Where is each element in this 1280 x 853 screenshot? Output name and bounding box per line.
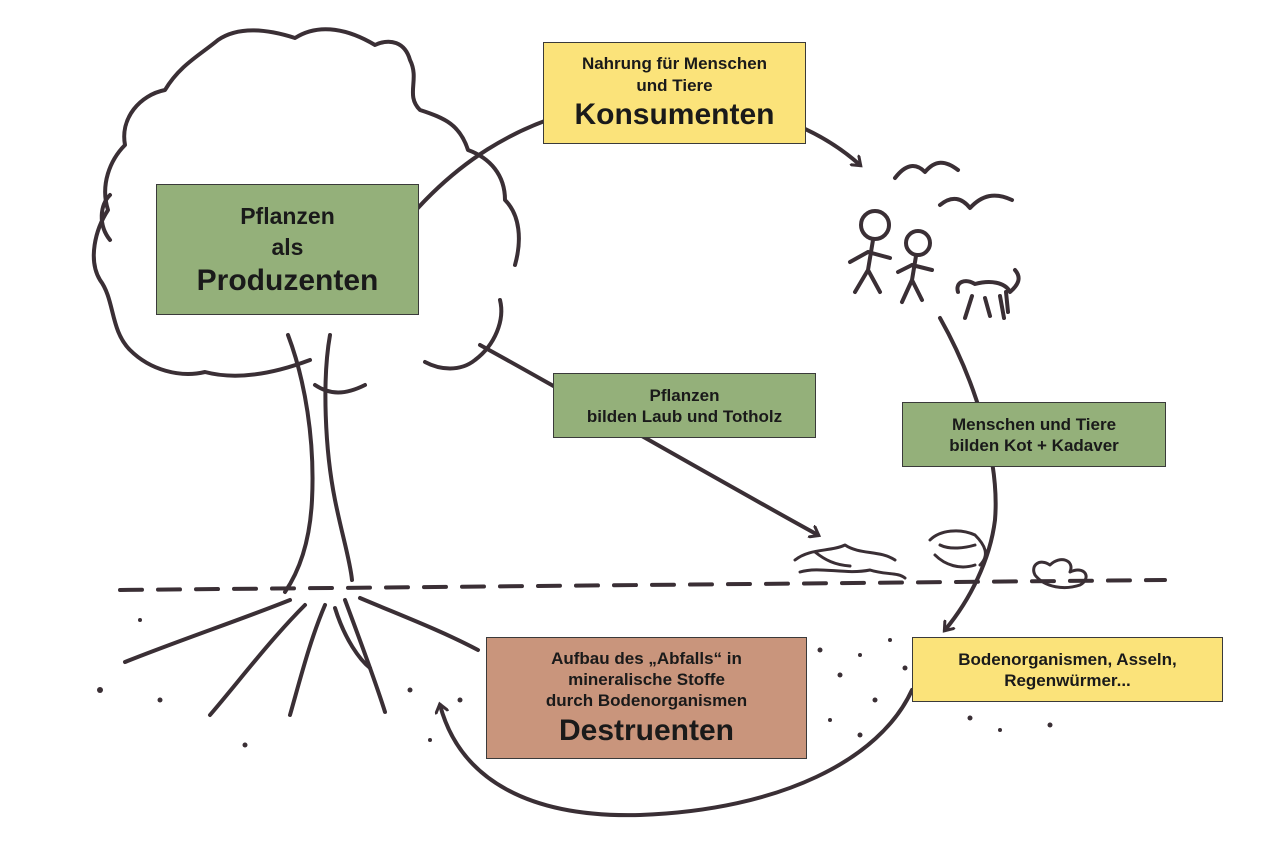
soil-organisms-line1: Bodenorganismen, Asseln, xyxy=(958,649,1177,669)
consumers-line1: Nahrung für Menschen xyxy=(581,54,768,73)
decomposers-box: Aufbau des „Abfalls“ in mineralische Sto… xyxy=(486,637,807,759)
root-5 xyxy=(358,596,480,652)
bird-1 xyxy=(893,160,960,180)
leaf-litter xyxy=(793,543,907,580)
arrow-to-decomposers xyxy=(440,688,914,818)
consumers-line2: und Tiere xyxy=(636,76,713,95)
producers-box: Pflanzen als Produzenten xyxy=(156,184,419,315)
decomposers-line3: durch Bodenorganismen xyxy=(545,690,748,710)
leaves-line2: bilden Laub und Totholz xyxy=(586,406,783,426)
tree-crown-right xyxy=(423,298,504,371)
root-1 xyxy=(123,598,292,664)
tree-trunk-left xyxy=(283,333,315,594)
person-body xyxy=(896,254,934,304)
arrow-to-soil xyxy=(938,316,998,630)
decomposers-title: Destruenten xyxy=(558,713,735,747)
tree-crown xyxy=(91,27,521,378)
root-2 xyxy=(208,603,307,717)
tree-trunk-right xyxy=(323,333,354,582)
droppings xyxy=(1032,558,1088,589)
person-head xyxy=(904,229,932,257)
root-3 xyxy=(288,603,327,717)
decomposers-line2: mineralische Stoffe xyxy=(568,669,725,689)
person-head xyxy=(859,209,891,241)
leaves-line1: Pflanzen xyxy=(649,385,720,405)
root-4 xyxy=(343,598,387,714)
ground-line xyxy=(118,578,1167,592)
consumers-title: Konsumenten xyxy=(574,98,775,131)
feces-line1: Menschen und Tiere xyxy=(951,414,1117,434)
feces-line2: bilden Kot + Kadaver xyxy=(949,435,1119,455)
dog-sketch xyxy=(955,268,1021,320)
producers-line1: Pflanzen xyxy=(240,202,335,229)
leaf-litter xyxy=(928,529,987,569)
leaves-box: Pflanzen bilden Laub und Totholz xyxy=(553,373,816,438)
producers-title: Produzenten xyxy=(196,263,379,297)
soil-organisms-line2: Regenwürmer... xyxy=(1004,670,1131,690)
soil-organisms-box: Bodenorganismen, Asseln, Regenwürmer... xyxy=(912,637,1223,702)
decomposers-line1: Aufbau des „Abfalls“ in xyxy=(551,648,742,668)
consumers-box: Nahrung für Menschen und Tiere Konsument… xyxy=(543,42,806,144)
bird-2 xyxy=(938,193,1014,210)
producers-line2: als xyxy=(271,233,304,260)
tree-crown-left xyxy=(99,193,112,242)
feces-box: Menschen und Tiere bilden Kot + Kadaver xyxy=(902,402,1166,467)
root-6 xyxy=(333,606,372,670)
person-body xyxy=(848,238,892,294)
tree-branch xyxy=(313,383,367,395)
